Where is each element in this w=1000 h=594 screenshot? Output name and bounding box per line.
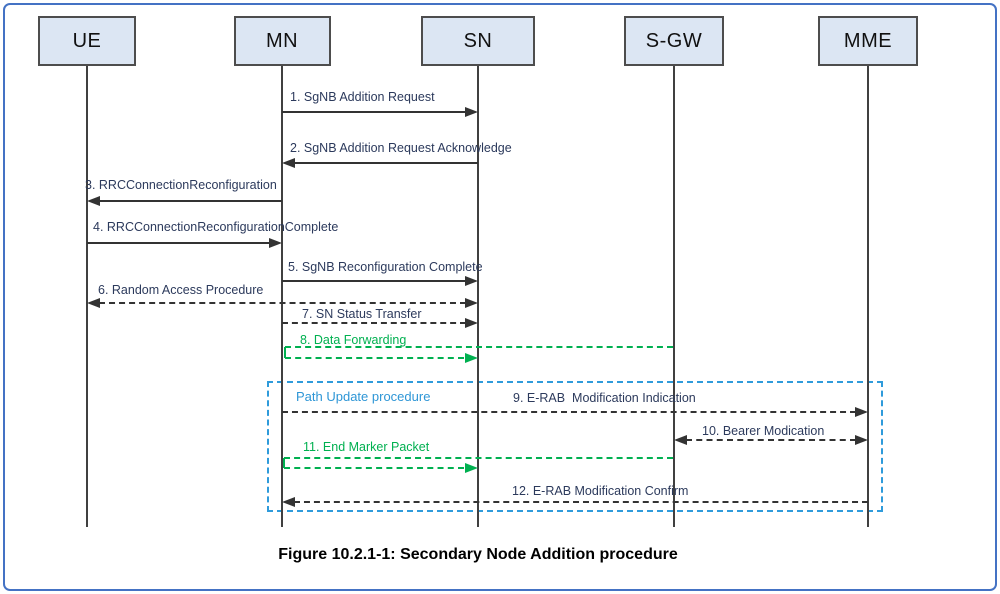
figure-border	[3, 3, 997, 591]
figure-caption: Figure 10.2.1-1: Secondary Node Addition…	[278, 546, 678, 563]
message-connector-11	[283, 458, 285, 468]
node-label-mme: MME	[843, 29, 893, 52]
message-label-3: 3. RRCConnectionReconfiguration	[85, 178, 277, 192]
message-connector-8	[284, 347, 286, 358]
message-label-9: 9. E-RAB Modification Indication	[513, 391, 696, 405]
message-line-12	[294, 501, 868, 503]
lifeline-mn	[281, 66, 283, 527]
message-label-12: 12. E-RAB Modification Confirm	[512, 484, 689, 498]
node-box-mme: MME	[818, 16, 918, 66]
arrowhead-icon	[674, 435, 687, 445]
arrowhead-icon	[465, 107, 478, 117]
message-label-6: 6. Random Access Procedure	[98, 283, 264, 297]
message-label-1: 1. SgNB Addition Request	[290, 90, 435, 104]
message-label-8: 8. Data Forwarding	[300, 333, 407, 347]
node-label-sn: SN	[463, 29, 493, 52]
message-line-6	[99, 302, 466, 304]
message-line-8	[285, 346, 673, 348]
message-line-7	[282, 322, 466, 324]
message-line-9	[282, 411, 856, 413]
message-label-11: 11. End Marker Packet	[303, 440, 430, 454]
path-update-group-label: Path Update procedure	[296, 389, 431, 404]
message-line-3	[99, 200, 282, 202]
message-label-4: 4. RRCConnectionReconfigurationComplete	[93, 220, 339, 234]
message-label-2: 2. SgNB Addition Request Acknowledge	[290, 141, 512, 155]
arrowhead-icon	[465, 353, 478, 363]
node-box-ue: UE	[38, 16, 136, 66]
node-label-sgw: S-GW	[645, 29, 703, 52]
arrowhead-icon	[465, 463, 478, 473]
message-line-4	[87, 242, 270, 244]
message-line-11	[284, 467, 464, 469]
arrowhead-icon	[465, 298, 478, 308]
node-label-mn: MN	[265, 29, 299, 52]
lifeline-mme	[867, 66, 869, 527]
message-line-10	[686, 439, 856, 441]
lifeline-ue	[86, 66, 88, 527]
message-label-10: 10. Bearer Modication	[702, 424, 825, 438]
node-label-ue: UE	[72, 29, 102, 52]
arrowhead-icon	[855, 435, 868, 445]
arrowhead-icon	[87, 196, 100, 206]
node-box-sgw: S-GW	[624, 16, 724, 66]
message-label-5: 5. SgNB Reconfiguration Complete	[288, 260, 483, 274]
arrowhead-icon	[855, 407, 868, 417]
arrowhead-icon	[87, 298, 100, 308]
arrowhead-icon	[465, 276, 478, 286]
message-line-1	[282, 111, 466, 113]
message-line-5	[282, 280, 466, 282]
path-update-group-box: Path Update procedure	[267, 381, 883, 512]
message-line-8	[285, 357, 464, 359]
node-box-mn: MN	[233, 16, 331, 66]
arrowhead-icon	[269, 238, 282, 248]
arrowhead-icon	[282, 497, 295, 507]
node-box-sn: SN	[421, 16, 535, 66]
message-line-11	[284, 457, 673, 459]
lifeline-sgw	[673, 66, 675, 527]
lifeline-sn	[477, 66, 479, 527]
message-line-2	[294, 162, 478, 164]
arrowhead-icon	[465, 318, 478, 328]
message-label-7: 7. SN Status Transfer	[302, 307, 422, 321]
arrowhead-icon	[282, 158, 295, 168]
